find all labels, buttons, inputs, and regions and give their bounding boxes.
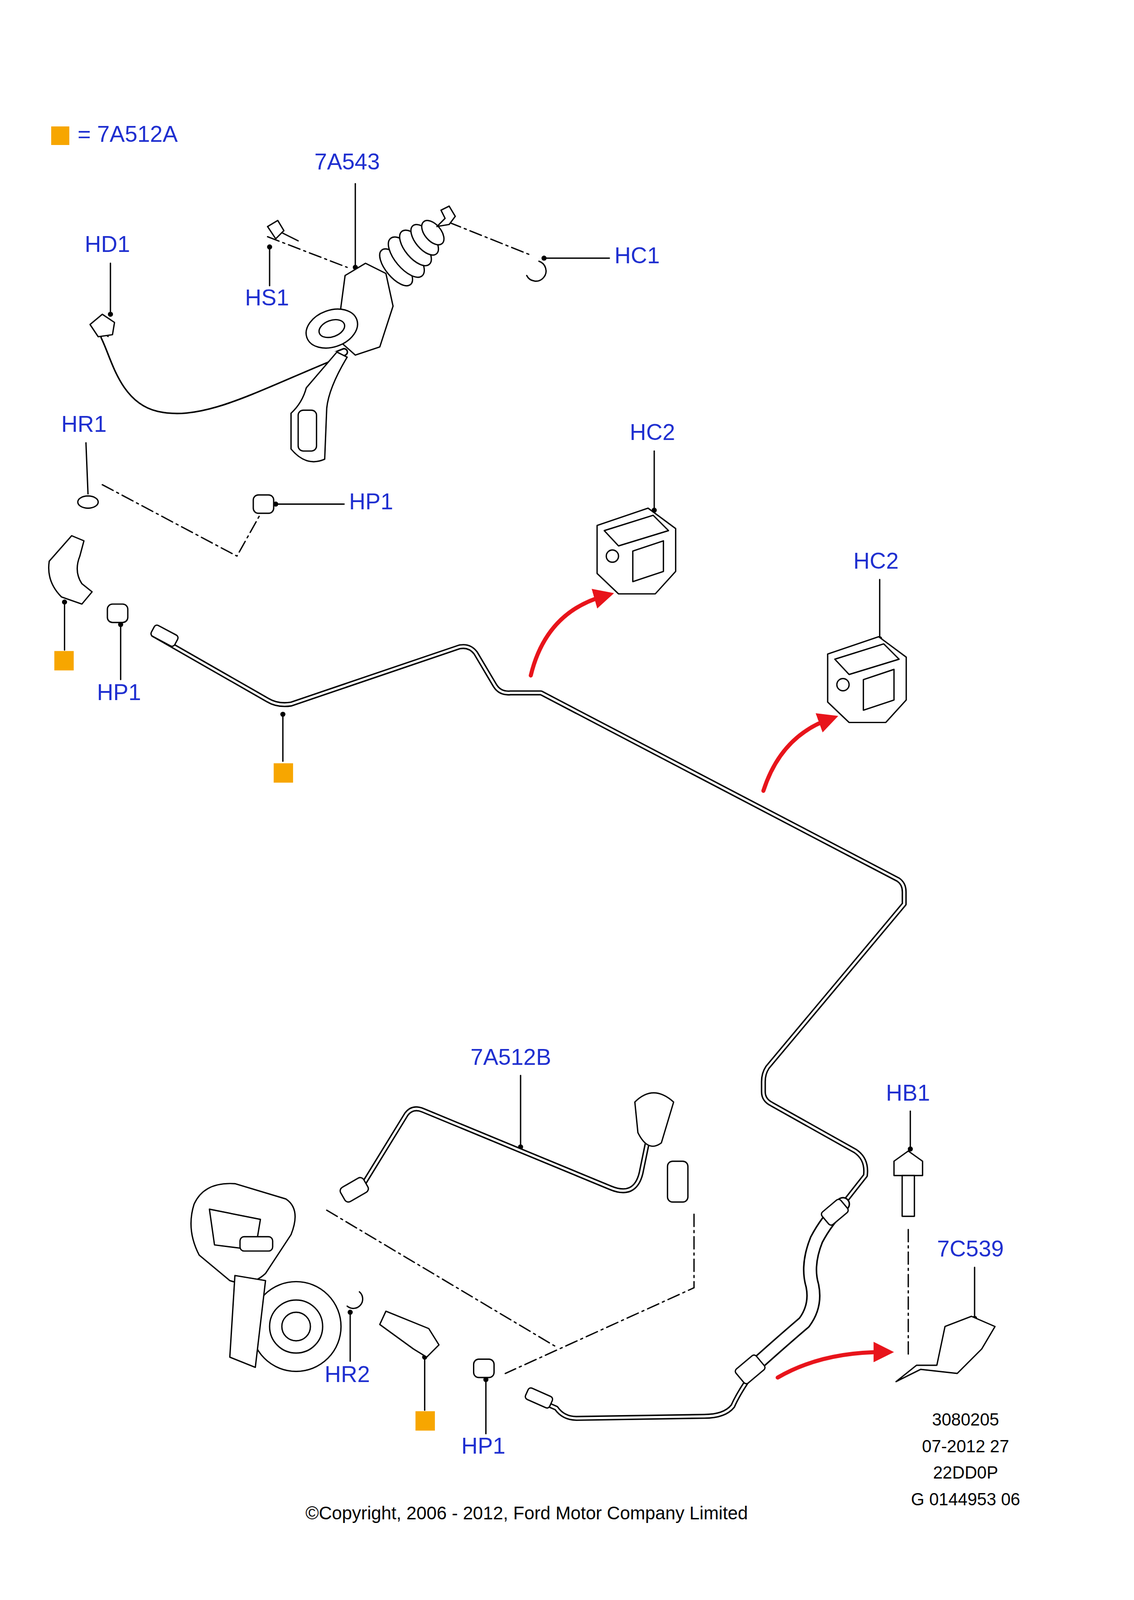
part-callout: HC2 [853, 549, 899, 573]
part-callout: HC1 [614, 244, 660, 267]
part-callout: HP1 [96, 680, 141, 704]
part-callout: 7A512B [470, 1045, 552, 1069]
legend-swatch [51, 126, 70, 145]
part-callout: HR2 [324, 1362, 370, 1386]
part-callout: HC2 [629, 420, 676, 444]
part-callout: HR1 [61, 412, 107, 436]
copyright-caption: ©Copyright, 2006 - 2012, Ford Motor Comp… [305, 1503, 748, 1522]
part-callout: HS1 [245, 286, 290, 309]
drawing-code: 3080205 [931, 1410, 999, 1429]
drawing-code: G 0144953 06 [911, 1490, 1021, 1508]
part-callout: HP1 [461, 1434, 506, 1458]
part-callout: 7A543 [314, 150, 381, 174]
part-callout: HP1 [349, 490, 394, 513]
drawing-code: 22DD0P [932, 1463, 999, 1482]
part-callout: 7C539 [936, 1237, 1004, 1260]
drawing-code: 07-2012 27 [921, 1437, 1009, 1455]
part-callout: HB1 [886, 1081, 931, 1105]
part-callout: HD1 [84, 232, 131, 256]
legend-text: = 7A512A [77, 122, 178, 146]
